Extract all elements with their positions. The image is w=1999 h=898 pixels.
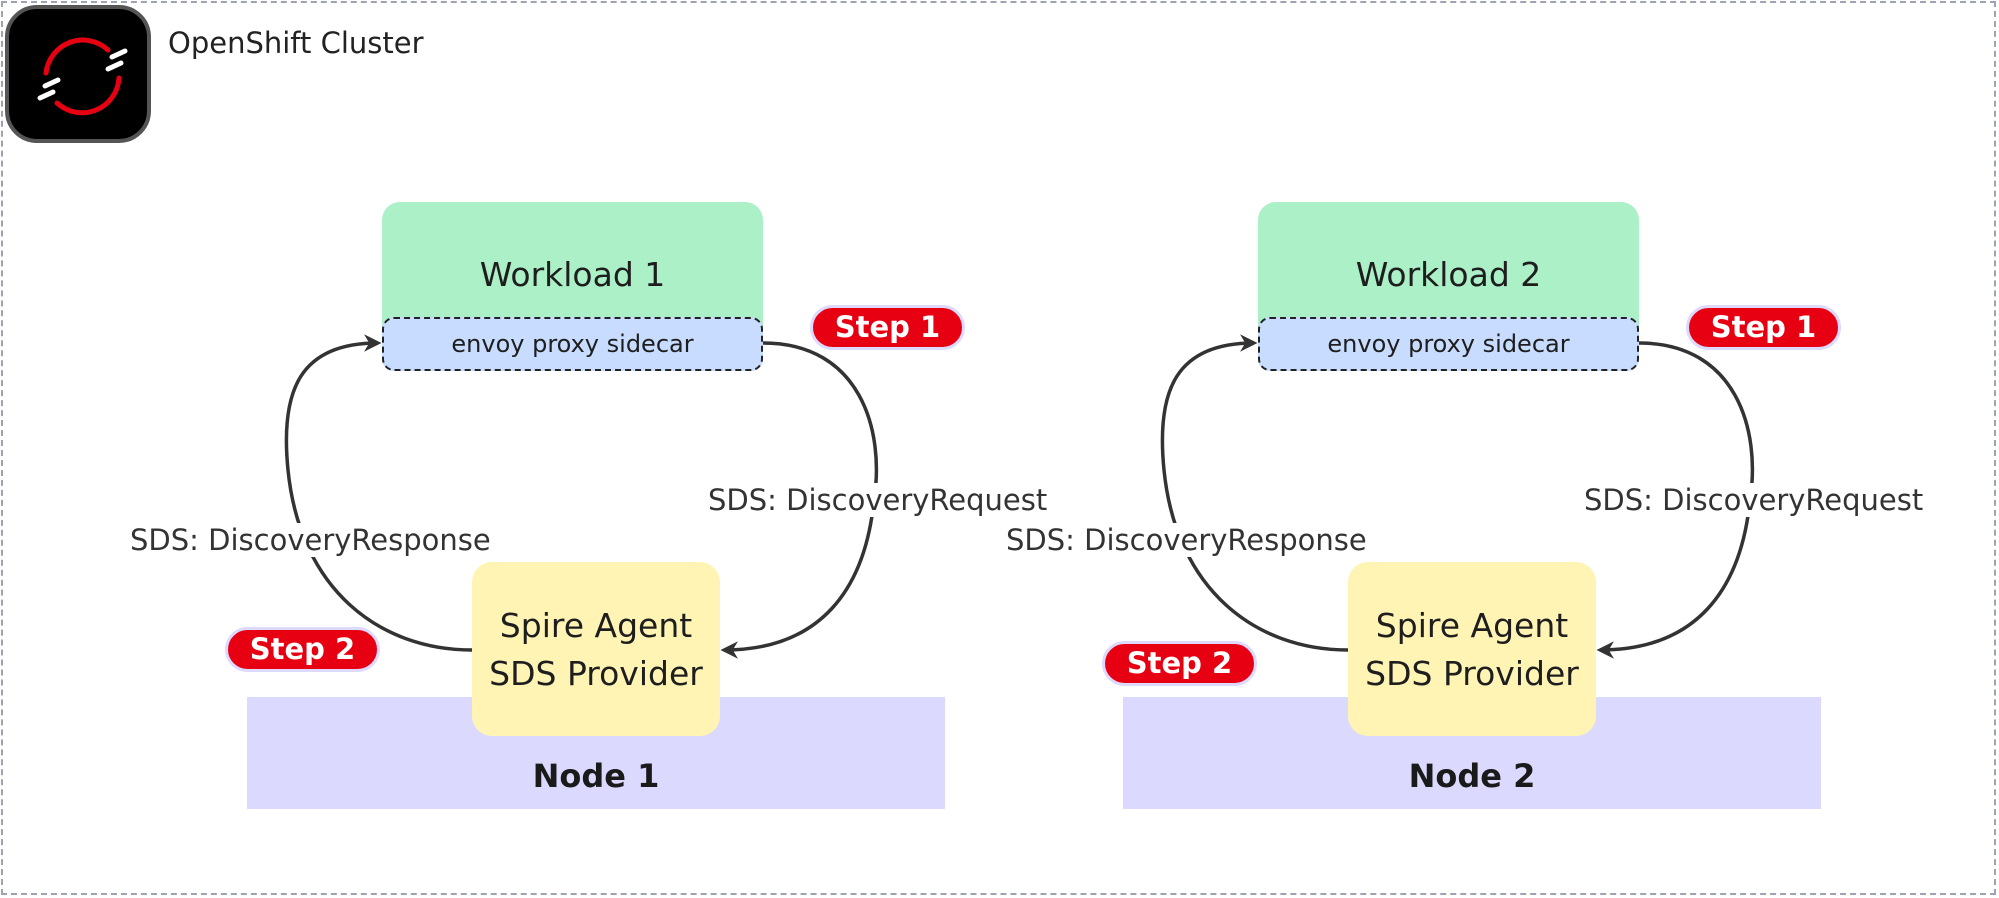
workload-2[interactable]: Workload 2 envoy proxy sidecar	[1258, 202, 1639, 371]
edge-discovery-response-2	[1160, 334, 1349, 652]
workload-title: Workload 2	[1355, 255, 1542, 294]
step-1-badge: Step 1	[810, 305, 965, 350]
node-1: Node 1	[247, 697, 945, 809]
workload-title: Workload 1	[479, 255, 666, 294]
spire-line-1: Spire Agent	[499, 606, 693, 645]
discovery-request-label: SDS: DiscoveryRequest	[1582, 483, 1926, 517]
edge-discovery-response-1	[284, 334, 473, 652]
step-2-badge: Step 2	[225, 627, 380, 672]
spire-agent-sds-provider-2[interactable]: Spire Agent SDS Provider	[1348, 562, 1596, 736]
discovery-response-label: SDS: DiscoveryResponse	[128, 523, 493, 557]
workload-1[interactable]: Workload 1 envoy proxy sidecar	[382, 202, 763, 371]
node-label: Node 1	[532, 757, 660, 795]
cluster-title: OpenShift Cluster	[168, 26, 424, 60]
envoy-proxy-sidecar[interactable]: envoy proxy sidecar	[1258, 317, 1639, 371]
spire-agent-sds-provider-1[interactable]: Spire Agent SDS Provider	[472, 562, 720, 736]
envoy-proxy-sidecar[interactable]: envoy proxy sidecar	[382, 317, 763, 371]
spire-line-2: SDS Provider	[1365, 654, 1579, 693]
spire-line-1: Spire Agent	[1375, 606, 1569, 645]
node-label: Node 2	[1408, 757, 1536, 795]
discovery-response-label: SDS: DiscoveryResponse	[1004, 523, 1369, 557]
step-1-badge: Step 1	[1686, 305, 1841, 350]
step-2-badge: Step 2	[1102, 641, 1257, 686]
discovery-request-label: SDS: DiscoveryRequest	[706, 483, 1050, 517]
spire-line-2: SDS Provider	[489, 654, 703, 693]
openshift-logo-icon	[5, 5, 151, 143]
